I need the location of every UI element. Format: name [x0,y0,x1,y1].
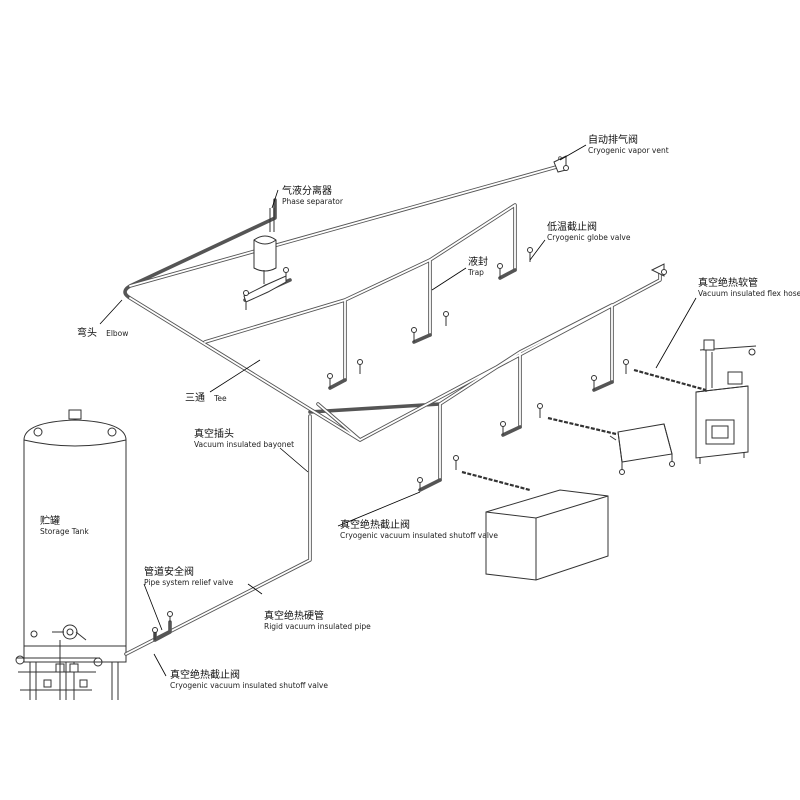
storage-tank [15,409,127,700]
label-globe-valve: 低温截止阀 Cryogenic globe valve [547,222,630,242]
label-zh: 真空绝热截止阀 [170,670,240,681]
label-zh: 三通 [185,393,205,404]
label-zh: 管道安全阀 [144,567,194,578]
label-en: Cryogenic vapor vent [588,145,669,155]
label-phase-separator: 气液分离器 Phase separator [282,186,343,206]
label-zh: 真空绝热硬管 [264,611,324,622]
leader-lines [99,144,697,677]
cart-equipment [609,423,675,475]
flex-hoses [461,368,707,492]
label-en: Cryogenic vacuum insulated shutoff valve [170,680,328,690]
label-zh: 真空插头 [194,429,234,440]
label-bayonet: 真空插头 Vacuum insulated bayonet [194,429,294,449]
phase-separator [243,208,289,310]
label-en: Tee [214,394,227,403]
label-en: Trap [468,267,484,277]
box-equipment [485,489,609,581]
label-shutoff-valve-upper: 真空绝热截止阀 Cryogenic vacuum insulated shuto… [340,520,498,540]
label-en: Elbow [106,329,129,338]
label-rigid-pipe: 真空绝热硬管 Rigid vacuum insulated pipe [264,611,371,631]
label-zh: 气液分离器 [282,186,332,197]
valves [152,155,667,640]
label-zh: 真空绝热软管 [698,278,758,289]
label-zh: 自动排气阀 [588,135,638,146]
label-tee: 三通 Tee [185,387,227,405]
label-en: Pipe system relief valve [144,577,234,587]
label-shutoff-valve-lower: 真空绝热截止阀 Cryogenic vacuum insulated shuto… [170,670,328,690]
label-en: Storage Tank [40,526,89,536]
label-en: Cryogenic vacuum insulated shutoff valve [340,530,498,540]
label-storage-tank: 贮罐 Storage Tank [40,516,89,536]
label-en: Rigid vacuum insulated pipe [264,621,371,631]
label-flex-hose: 真空绝热软管 Vacuum insulated flex hose [698,278,800,298]
label-en: Vacuum insulated bayonet [194,439,295,449]
label-zh: 贮罐 [40,516,60,527]
label-en: Vacuum insulated flex hose [698,288,800,298]
label-en: Phase separator [282,196,343,206]
label-zh: 真空绝热截止阀 [340,520,410,531]
label-trap: 液封 Trap [468,257,488,277]
label-zh: 液封 [468,257,488,268]
label-zh: 低温截止阀 [547,222,597,233]
dewar-station [695,339,757,464]
label-relief-valve: 管道安全阀 Pipe system relief valve [144,567,233,587]
label-zh: 弯头 [77,328,97,339]
label-elbow: 弯头 Elbow [77,322,128,340]
label-vapor-vent: 自动排气阀 Cryogenic vapor vent [588,135,669,155]
label-en: Cryogenic globe valve [547,232,631,242]
